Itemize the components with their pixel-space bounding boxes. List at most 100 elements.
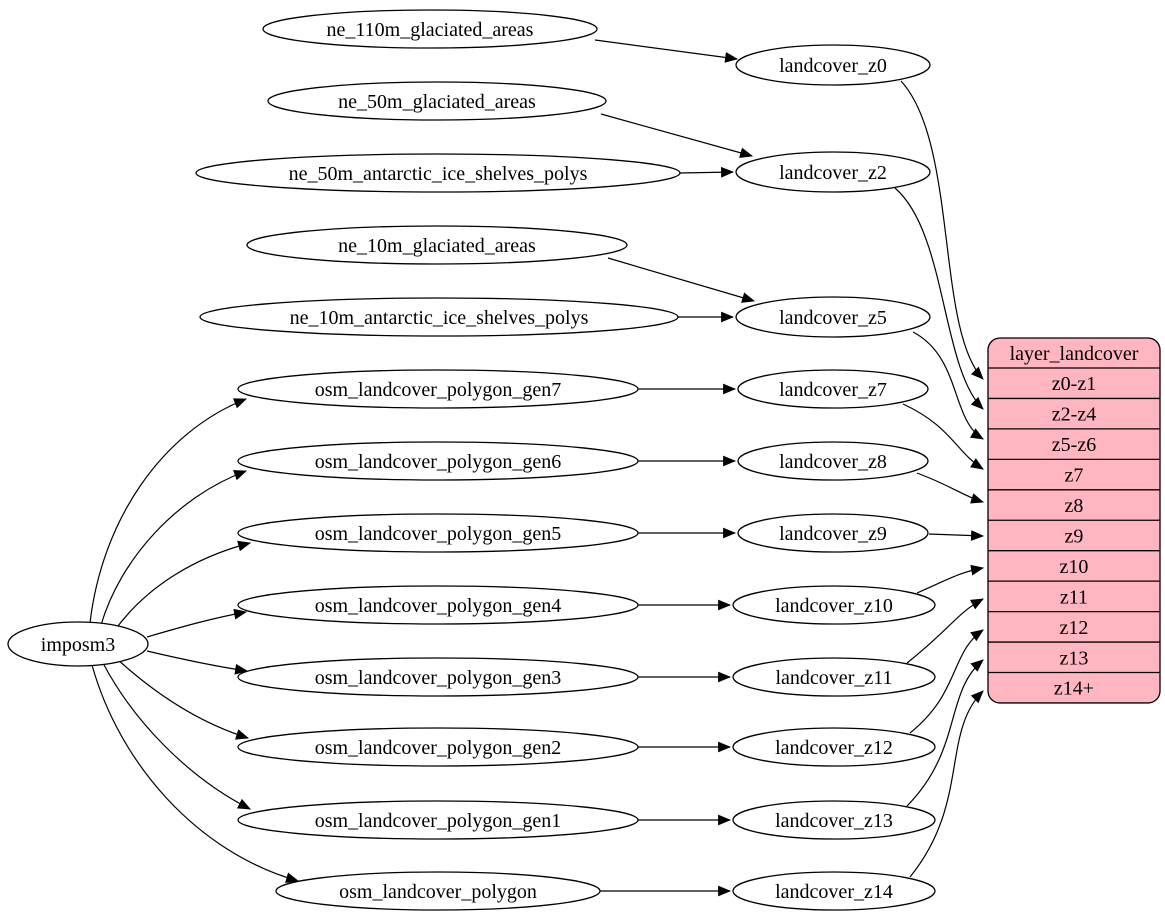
edge-imposm3-to-osm_landcover_polygon_gen2 [115, 657, 250, 740]
node-ellipse [237, 727, 639, 767]
record-row-z14+: z14+ [1054, 678, 1094, 700]
edge-landcover_z8-to-layer_landcover:z8 [916, 472, 985, 504]
node-osm_landcover_polygon_gen4: osm_landcover_polygon_gen4 [237, 585, 639, 625]
node-landcover_z7: landcover_z7 [737, 369, 929, 409]
node-ellipse [732, 585, 936, 625]
node-osm_landcover_polygon_gen5: osm_landcover_polygon_gen5 [237, 513, 639, 553]
node-osm_landcover_polygon_gen2: osm_landcover_polygon_gen2 [237, 727, 639, 767]
node-landcover_z0: landcover_z0 [735, 44, 931, 86]
record-row-z9: z9 [1065, 525, 1084, 547]
edge-imposm3-to-osm_landcover_polygon_gen7 [89, 398, 248, 624]
node-osm_landcover_polygon: osm_landcover_polygon [275, 871, 601, 911]
node-ne_50m_glaciated_areas: ne_50m_glaciated_areas [267, 81, 607, 121]
node-label: landcover_z2 [779, 162, 887, 184]
node-label: landcover_z7 [779, 379, 887, 401]
node-ellipse [7, 621, 149, 667]
record-row-z5-z6: z5-z6 [1052, 434, 1096, 456]
edge-landcover_z10-to-layer_landcover:z10 [916, 564, 985, 594]
node-label: osm_landcover_polygon_gen1 [315, 810, 562, 832]
edge-landcover_z0-to-layer_landcover:z0-z1 [900, 80, 984, 380]
node-osm_landcover_polygon_gen1: osm_landcover_polygon_gen1 [237, 800, 639, 840]
node-ne_10m_glaciated_areas: ne_10m_glaciated_areas [246, 225, 628, 265]
node-label: ne_10m_antarctic_ice_shelves_polys [290, 307, 589, 329]
node-ellipse [246, 225, 628, 265]
node-label: osm_landcover_polygon_gen5 [315, 523, 562, 545]
node-ellipse [737, 369, 929, 409]
node-label: ne_50m_glaciated_areas [338, 91, 536, 113]
record-row-z12: z12 [1060, 617, 1089, 639]
node-landcover_z5: landcover_z5 [735, 296, 931, 338]
node-label: landcover_z10 [775, 595, 893, 617]
node-label: osm_landcover_polygon_gen2 [315, 737, 562, 759]
node-imposm3: imposm3 [7, 621, 149, 667]
record-row-z2-z4: z2-z4 [1052, 404, 1096, 426]
record-row-z11: z11 [1060, 586, 1088, 608]
edge-imposm3-to-osm_landcover_polygon [91, 664, 300, 883]
node-osm_landcover_polygon_gen6: osm_landcover_polygon_gen6 [237, 441, 639, 481]
node-ellipse [735, 296, 931, 338]
node-ellipse [237, 513, 639, 553]
edge-landcover_z7-to-layer_landcover:z7 [902, 403, 984, 470]
edge-imposm3-to-osm_landcover_polygon_gen5 [114, 540, 252, 631]
node-label: ne_110m_glaciated_areas [327, 19, 534, 41]
node-landcover_z11: landcover_z11 [732, 657, 936, 697]
node-landcover_z14: landcover_z14 [732, 871, 936, 911]
edge-landcover_z14-to-layer_landcover:z14+ [909, 690, 984, 878]
node-label: landcover_z12 [775, 737, 893, 759]
record-layer_landcover: layer_landcover z0-z1 z2-z4 z5-z6 z7 z8 z9 z10 z… [987, 337, 1161, 704]
node-label: osm_landcover_polygon_gen6 [315, 451, 562, 473]
node-label: landcover_z13 [775, 810, 893, 832]
node-label: landcover_z11 [776, 667, 893, 689]
record-row-z8: z8 [1065, 495, 1084, 517]
node-ellipse [199, 297, 679, 337]
node-landcover_z9: landcover_z9 [737, 513, 929, 553]
node-landcover_z10: landcover_z10 [732, 585, 936, 625]
node-label: osm_landcover_polygon_gen7 [315, 379, 562, 401]
node-landcover_z13: landcover_z13 [732, 800, 936, 840]
record-row-z13: z13 [1060, 647, 1089, 669]
node-ellipse [732, 727, 936, 767]
edge-landcover_z2-to-layer_landcover:z2-z4 [894, 187, 984, 410]
node-label: ne_10m_glaciated_areas [338, 235, 536, 257]
node-ellipse [732, 800, 936, 840]
edge-landcover_z5-to-layer_landcover:z5-z6 [912, 331, 984, 440]
node-label: landcover_z8 [779, 451, 887, 473]
node-ellipse [262, 9, 598, 49]
node-ellipse [735, 151, 931, 193]
node-label: osm_landcover_polygon [339, 881, 537, 903]
node-ellipse [737, 441, 929, 481]
record-row-z10: z10 [1060, 556, 1089, 578]
record-row-z0-z1: z0-z1 [1052, 373, 1096, 395]
node-ellipse [737, 513, 929, 553]
record-row-z7: z7 [1065, 465, 1084, 487]
edge-imposm3-to-osm_landcover_polygon_gen1 [102, 662, 251, 810]
edge-landcover_z9-to-layer_landcover:z9 [928, 530, 985, 541]
node-label: landcover_z14 [775, 881, 893, 903]
edge-imposm3-to-osm_landcover_polygon_gen6 [100, 470, 248, 626]
node-landcover_z12: landcover_z12 [732, 727, 936, 767]
edge-landcover_z12-to-layer_landcover:z12 [909, 629, 984, 734]
node-osm_landcover_polygon_gen7: osm_landcover_polygon_gen7 [237, 369, 639, 409]
node-ellipse [195, 153, 681, 193]
node-ellipse [237, 441, 639, 481]
node-ellipse [237, 800, 639, 840]
node-ellipse [735, 44, 931, 86]
node-landcover_z8: landcover_z8 [737, 441, 929, 481]
node-ellipse [237, 657, 639, 697]
edge-ne_50m_antarctic_ice_shelves_polys-to-landcover_z2 [679, 166, 735, 178]
node-label: osm_landcover_polygon_gen4 [315, 595, 562, 617]
node-ne_10m_antarctic_ice_shelves_polys: ne_10m_antarctic_ice_shelves_polys [199, 297, 679, 337]
record-title: layer_landcover [1010, 343, 1139, 365]
edge-landcover_z11-to-layer_landcover:z11 [906, 598, 984, 664]
node-ne_50m_antarctic_ice_shelves_polys: ne_50m_antarctic_ice_shelves_polys [195, 153, 681, 193]
edge-landcover_z13-to-layer_landcover:z13 [906, 659, 984, 807]
edge-imposm3-to-osm_landcover_polygon_gen3 [146, 650, 249, 675]
node-label: osm_landcover_polygon_gen3 [315, 667, 562, 689]
edge-ne_110m_glaciated_areas-to-landcover_z0 [594, 39, 739, 63]
node-ne_110m_glaciated_areas: ne_110m_glaciated_areas [262, 9, 598, 49]
node-ellipse [732, 657, 936, 697]
node-label: ne_50m_antarctic_ice_shelves_polys [289, 163, 588, 185]
edge-ne_50m_glaciated_areas-to-landcover_z2 [600, 113, 754, 159]
